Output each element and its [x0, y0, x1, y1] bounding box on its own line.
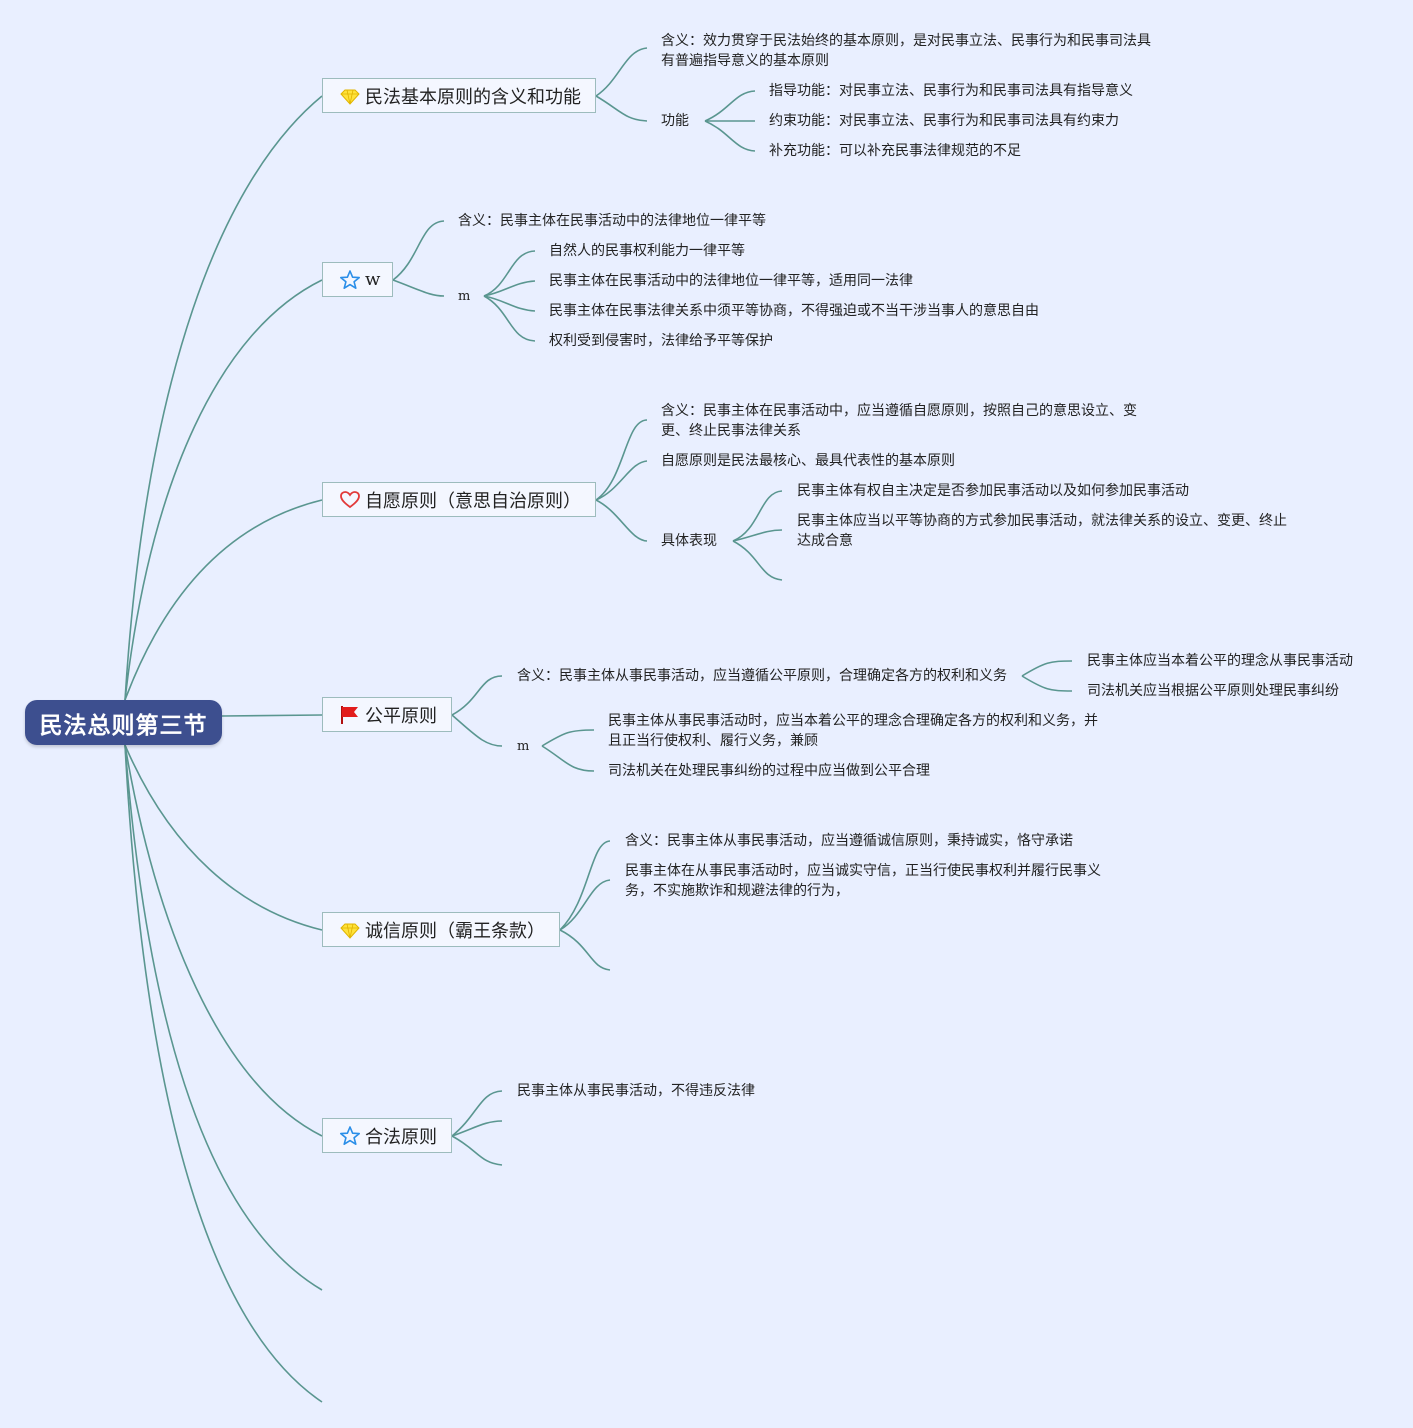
- star-icon: [339, 269, 361, 291]
- flag-icon: [339, 704, 361, 726]
- topic-label: 诚信原则（霸王条款）: [365, 920, 545, 942]
- detail-text: 民事主体从事民事活动，不得违反法律: [517, 1083, 755, 1099]
- topic-equality[interactable]: w: [322, 262, 393, 297]
- meaning-text: 含义：效力贯穿于民法始终的基本原则，是对民事立法、民事行为和民事司法具有普遍指导…: [661, 33, 1151, 69]
- list-item: 权利受到侵害时，法律给予平等保护: [549, 333, 773, 349]
- topic-good-faith[interactable]: 诚信原则（霸王条款）: [322, 912, 560, 947]
- meaning-text: 含义：民事主体从事民事活动，应当遵循诚信原则，秉持诚实，恪守承诺: [625, 833, 1073, 849]
- link-root-topic-3: [124, 499, 323, 701]
- link-root-topic-4: [221, 714, 323, 717]
- heart-icon: [339, 489, 361, 511]
- diamond-icon: [339, 919, 361, 941]
- topic-voluntariness[interactable]: 自愿原则（意思自治原则）: [322, 482, 596, 517]
- topic-legality[interactable]: 合法原则: [322, 1118, 452, 1153]
- list-item: 民事主体有权自主决定是否参加民事活动以及如何参加民事活动: [797, 483, 1189, 499]
- topic-label: 公平原则: [365, 705, 437, 727]
- group-label: m: [517, 739, 530, 754]
- meaning-text: 含义：民事主体在民事活动中，应当遵循自愿原则，按照自己的意思设立、变更、终止民事…: [661, 403, 1137, 439]
- topic-label: w: [365, 269, 381, 290]
- link-root-topic-5: [124, 744, 323, 931]
- list-item: 民事主体在民事活动中的法律地位一律平等，适用同一法律: [549, 273, 913, 289]
- star-icon: [339, 1125, 361, 1147]
- list-item: 司法机关应当根据公平原则处理民事纠纷: [1087, 683, 1339, 699]
- core-text: 自愿原则是民法最核心、最具代表性的基本原则: [661, 453, 955, 469]
- link-root-empty-2: [124, 744, 323, 1403]
- list-item: 民事主体在民事法律关系中须平等协商，不得强迫或不当干涉当事人的意思自由: [549, 303, 1039, 319]
- link-root-empty-1: [124, 744, 323, 1291]
- meaning-text: 含义：民事主体在民事活动中的法律地位一律平等: [458, 213, 766, 229]
- detail-text: 民事主体在从事民事活动时，应当诚实守信，正当行使民事权利并履行民事义务，不实施欺…: [625, 863, 1101, 899]
- link-root-topic-1: [124, 95, 323, 701]
- topic-label: 自愿原则（意思自治原则）: [365, 490, 581, 512]
- topic-label: 合法原则: [365, 1126, 437, 1148]
- topic-fairness[interactable]: 公平原则: [322, 697, 452, 732]
- link-root-topic-6: [124, 744, 323, 1137]
- diamond-icon: [339, 85, 361, 107]
- list-item: 约束功能：对民事立法、民事行为和民事司法具有约束力: [769, 113, 1119, 129]
- root-topic[interactable]: 民法总则第三节: [25, 700, 222, 745]
- topic-basic-principles[interactable]: 民法基本原则的含义和功能: [322, 78, 596, 113]
- list-item: 民事主体应当本着公平的理念从事民事活动: [1087, 653, 1353, 669]
- group-label: 具体表现: [661, 533, 717, 549]
- list-item: 补充功能：可以补充民事法律规范的不足: [769, 143, 1021, 159]
- meaning-text: 含义：民事主体从事民事活动，应当遵循公平原则，合理确定各方的权利和义务: [517, 668, 1007, 684]
- list-item: 指导功能：对民事立法、民事行为和民事司法具有指导意义: [769, 83, 1133, 99]
- topic-label: 民法基本原则的含义和功能: [365, 86, 581, 108]
- link-root-topic-2: [124, 279, 323, 701]
- group-label-functions: 功能: [661, 113, 689, 129]
- list-item: 自然人的民事权利能力一律平等: [549, 243, 745, 259]
- group-label: m: [458, 289, 471, 304]
- list-item: 司法机关在处理民事纠纷的过程中应当做到公平合理: [608, 763, 930, 779]
- list-item: 民事主体应当以平等协商的方式参加民事活动，就法律关系的设立、变更、终止达成合意: [797, 513, 1287, 549]
- list-item: 民事主体从事民事活动时，应当本着公平的理念合理确定各方的权利和义务，并且正当行使…: [608, 713, 1098, 749]
